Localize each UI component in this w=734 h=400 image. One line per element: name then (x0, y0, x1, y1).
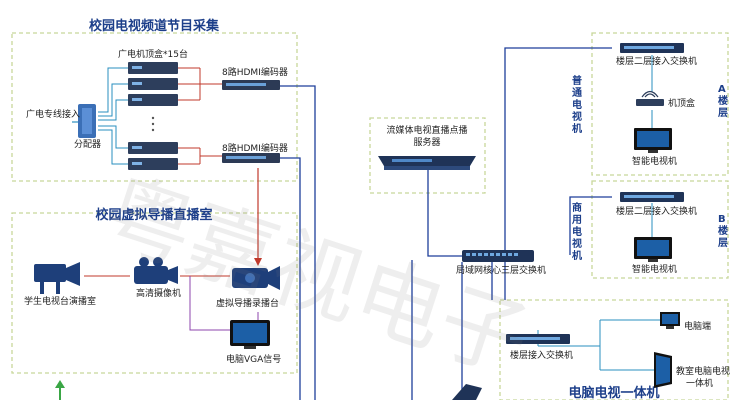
lines-stb-encoder (178, 67, 222, 165)
label-classroom-pc-tv-1: 教室电脑电视 (676, 365, 730, 377)
label-student-studio: 学生电视台演播室 (24, 295, 96, 307)
zone-building-a (591, 32, 729, 176)
label-floor-switch-c: 楼层接入交换机 (510, 349, 573, 361)
svg-text:商用电视机: 商用电视机 (571, 201, 582, 262)
vlabel-commercial-tv: 商用电视机 (571, 201, 582, 262)
label-smart-tv-a: 智能电视机 (632, 155, 677, 167)
label-floor-switch-b: 楼层二层接入交换机 (616, 205, 697, 217)
label-core-switch: 局域网核心三层交换机 (456, 264, 546, 276)
title-pc-tv: 电脑电视一体机 (568, 385, 659, 400)
label-floor-switch-a: 楼层二层接入交换机 (616, 55, 697, 67)
studio-camera-icon (34, 262, 80, 294)
label-smart-tv-b: 智能电视机 (632, 263, 677, 275)
label-stb: 机顶盒 (668, 97, 695, 109)
label-streaming-server-2: 服务器 (413, 136, 440, 148)
zone-pc-tv (499, 299, 729, 400)
title-channel-collection: 校园电视频道节目采集 (89, 18, 220, 34)
label-splitter: 分配器 (74, 139, 101, 150)
stb-icon (636, 90, 664, 106)
label-stb-count: 广电机顶盒*15台 (118, 48, 188, 60)
label-hdmi-encoder-2: 8路HDMI编码器 (222, 142, 288, 154)
hd-camera-icon (134, 257, 178, 284)
streaming-server-icon (378, 156, 476, 170)
vlabel-normal-tv: 普通电视机 (572, 74, 582, 135)
hdmi-encoder-1-icon (222, 80, 280, 90)
svg-text:普通电视机: 普通电视机 (572, 74, 582, 135)
pc-terminal-icon (660, 312, 680, 329)
label-classroom-pc-tv-2: 一体机 (686, 377, 713, 389)
svg-text:B楼层: B楼层 (718, 214, 728, 249)
label-cable-input: 广电专线接入 (26, 108, 80, 120)
core-switch-icon (462, 250, 534, 262)
watermark-text: 粤嘉视电子 (91, 160, 541, 394)
lines-splitter-stb (98, 67, 128, 165)
label-virtual-recorder: 虚拟导播录播台 (216, 297, 279, 309)
arrow-encoder-recorder (254, 258, 262, 266)
stb-stack-icon (128, 62, 178, 170)
floor-switch-b-icon (620, 192, 684, 202)
line-vga (189, 276, 230, 331)
classroom-pc-tv-icon (654, 352, 672, 388)
zone-building-b (591, 180, 729, 279)
title-virtual-studio: 校园虚拟导播直播室 (95, 207, 212, 223)
label-hdmi-encoder-1: 8路HDMI编码器 (222, 66, 288, 78)
zone-virtual-studio (11, 212, 298, 374)
label-pc-vga: 电脑VGA信号 (226, 353, 281, 365)
bottom-switch-icon (452, 384, 482, 400)
label-hd-camera: 高清摄像机 (136, 287, 181, 299)
label-pc-terminal: 电脑端 (684, 320, 711, 332)
lines-pc-zone (537, 319, 660, 371)
splitter-icon (78, 104, 96, 138)
svg-text:A楼层: A楼层 (718, 84, 728, 119)
smart-tv-b-icon (634, 237, 672, 262)
zone-channel-collection (11, 32, 298, 182)
label-streaming-server-1: 流媒体电视直播点播 (386, 124, 467, 136)
virtual-recorder-icon (232, 266, 280, 290)
floor-switch-c-icon (506, 334, 570, 344)
floor-switch-a-icon (620, 43, 684, 53)
pc-vga-monitor-icon (230, 320, 270, 349)
smart-tv-a-icon (634, 128, 672, 153)
green-arrow-icon (55, 380, 65, 388)
hdmi-encoder-2-icon (222, 153, 280, 163)
